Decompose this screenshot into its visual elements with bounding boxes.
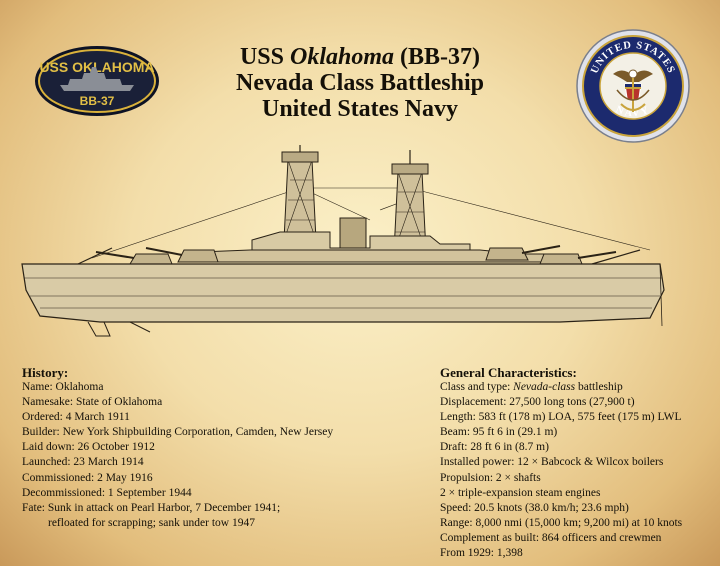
history-line: Builder: New York Shipbuilding Corporati… [22,426,334,439]
history-line: Fate: Sunk in attack on Pearl Harbor, 7 … [22,501,281,514]
history-line-continuation: refloated for scrapping; sank under tow … [48,516,255,529]
history-section: History: Name: Oklahoma Namesake: State … [22,366,333,531]
badge-bottom-text: BB-37 [80,94,115,108]
class-and-type-line: Class and type: Nevada-class battleship [440,381,623,393]
uss-oklahoma-cap-badge: USS OKLAHOMA BB-37 [35,46,159,116]
battleship-profile-drawing [21,145,665,337]
history-heading: History: [22,365,69,380]
characteristics-line: Propulsion: 2 × shafts [440,471,541,484]
title-line-3: United States Navy [262,96,458,122]
characteristics-line: Displacement: 27,500 long tons (27,900 t… [440,396,635,409]
characteristics-section: General Characteristics: Class and type:… [440,366,682,561]
history-line: Ordered: 4 March 1911 [22,411,130,424]
characteristics-line: Length: 583 ft (178 m) LOA, 575 feet (17… [440,411,682,424]
history-line: Launched: 23 March 1914 [22,456,144,469]
page-title: USS Oklahoma (BB-37) Nevada Class Battle… [0,44,720,122]
history-line: Commissioned: 2 May 1916 [22,471,153,484]
characteristics-line: Installed power: 12 × Babcock & Wilcox b… [440,456,664,469]
characteristics-line: Beam: 95 ft 6 in (29.1 m) [440,426,558,439]
badge-top-text: USS OKLAHOMA [39,59,154,75]
eagle-anchor-icon [613,69,653,112]
history-line: Namesake: State of Oklahoma [22,396,163,409]
characteristics-heading: General Characteristics: [440,365,577,380]
us-navy-seal: UNITED STATES NAVY [576,29,690,143]
characteristics-line: 2 × triple-expansion steam engines [440,486,601,499]
characteristics-line: Speed: 20.5 knots (38.0 km/h; 23.6 mph) [440,501,629,514]
title-line-1: USS Oklahoma (BB-37) [239,44,481,70]
characteristics-line: From 1929: 1,398 [440,547,523,560]
characteristics-line: Draft: 28 ft 6 in (8.7 m) [440,441,549,454]
history-line: Decommissioned: 1 September 1944 [22,486,192,499]
history-line: Laid down: 26 October 1912 [22,441,155,454]
history-line: Name: Oklahoma [22,381,104,393]
title-line-2: Nevada Class Battleship [235,70,485,96]
characteristics-line: Range: 8,000 nmi (15,000 km; 9,200 mi) a… [440,516,683,529]
characteristics-line: Complement as built: 864 officers and cr… [440,531,662,544]
